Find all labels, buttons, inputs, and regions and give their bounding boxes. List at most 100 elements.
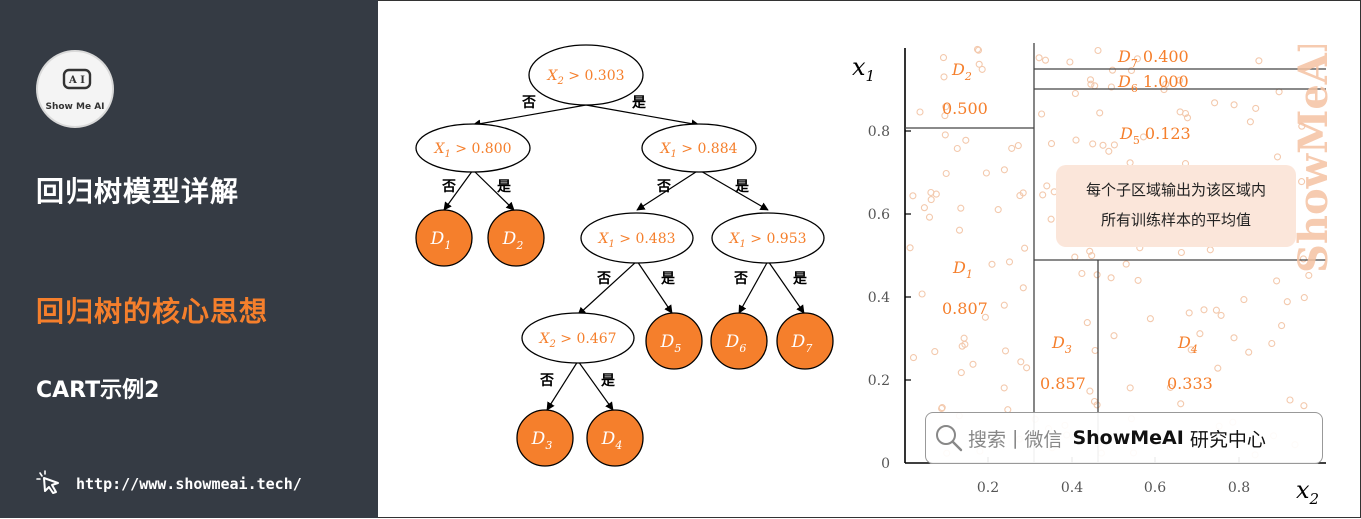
edge-n3-n5: [577, 260, 638, 316]
watermark-divider: |: [1012, 427, 1019, 449]
scatter-point: [1005, 258, 1014, 266]
scatter-point: [1094, 46, 1102, 55]
svg-text:X1 > 0.483: X1 > 0.483: [597, 231, 675, 250]
scatter-point: [1043, 182, 1051, 190]
robot-icon: A I: [62, 68, 92, 90]
scatter-point: [1196, 330, 1204, 338]
edge-label-yes: 是: [793, 271, 808, 287]
scatter-point: [1071, 89, 1079, 98]
scatter-point: [925, 213, 934, 221]
scatter-point: [1086, 247, 1094, 255]
scatter-point: [1038, 110, 1046, 118]
watermark-brand: ShowMeAI: [1072, 427, 1184, 449]
svg-text:X2 > 0.303: X2 > 0.303: [546, 68, 624, 87]
edge-label-yes: 是: [661, 271, 676, 287]
region-value-d3: 0.857: [1040, 374, 1086, 393]
scatter-point: [1017, 358, 1025, 366]
scatter-point: [1035, 54, 1043, 62]
scatter-point: [938, 404, 946, 413]
scatter-point: [1283, 298, 1291, 306]
leaf-node: D1: [415, 209, 473, 267]
scatter-point: [1086, 387, 1094, 395]
vertical-watermark: ShowMeAI: [1265, 34, 1355, 275]
leaf-node: D7: [776, 312, 834, 370]
scatter-point: [1185, 309, 1193, 317]
scatter-point: [939, 54, 948, 62]
scatter-point: [1146, 315, 1154, 323]
region-label-d1: D1: [952, 258, 973, 281]
scatter-point: [1298, 178, 1306, 186]
x-tick-label: 0.8: [1228, 480, 1250, 496]
scatter-point: [982, 169, 990, 177]
edge-labels: 否 是 否 是 否 是 否 是 否 是 否 是: [441, 95, 808, 389]
edge-n4-d6: [738, 260, 769, 314]
x-tick-label: 0.6: [1144, 480, 1166, 496]
scatter-point: [1072, 136, 1080, 144]
scatter-point: [1093, 271, 1101, 279]
callout-line: 每个子区域输出为该区域内: [1085, 181, 1266, 199]
scatter-point: [1300, 402, 1308, 410]
region-label-d7: D7 0.400: [1117, 47, 1189, 70]
edge-n0-n1: [472, 104, 587, 128]
scatter-point: [1014, 142, 1022, 150]
split-node: X2 > 0.303: [528, 44, 644, 106]
edge-n0-n2: [585, 104, 700, 128]
scatter-point: [1166, 383, 1174, 391]
scatter-point: [1047, 140, 1056, 148]
scatter-point: [1246, 118, 1254, 126]
scatter-point: [1245, 348, 1253, 356]
scatter-point: [1133, 55, 1141, 63]
scatter-point: [1211, 99, 1219, 107]
scatter-point: [1217, 311, 1225, 319]
showmeai-logo[interactable]: A I Show Me AI: [36, 50, 114, 128]
url-row[interactable]: http://www.showmeai.tech/: [36, 470, 302, 498]
y-tick-label: 0.6: [868, 207, 890, 223]
scatter-point: [1273, 277, 1281, 285]
region-label-d6: D6 1.000: [1117, 72, 1189, 95]
edge-label-no: 否: [656, 179, 671, 195]
cursor-click-icon: [36, 470, 59, 494]
split-node: X1 > 0.800: [415, 123, 531, 173]
scatter-point: [988, 260, 996, 268]
scatter-point: [1126, 384, 1134, 392]
scatter-point: [1298, 122, 1306, 130]
scatter-point: [1252, 104, 1260, 112]
scatter-point: [1177, 400, 1185, 408]
scatter-point: [940, 73, 948, 81]
edge-label-no: 否: [596, 271, 611, 287]
scatter-point: [1091, 346, 1099, 355]
scatter-point: [978, 65, 986, 73]
scatter-point: [906, 244, 914, 252]
scatter-point: [1305, 271, 1313, 279]
search-icon: [936, 425, 963, 452]
edge-n4-d7: [767, 260, 805, 314]
edge-n2-n3: [636, 169, 700, 211]
tree-edges: [443, 104, 805, 411]
scatter-point: [1127, 66, 1136, 75]
scatter-point: [1083, 319, 1091, 327]
edge-label-yes: 是: [601, 373, 616, 389]
scatter-point: [1206, 246, 1214, 254]
watermark-suffix: 研究中心: [1189, 428, 1266, 451]
callout-box: 每个子区域输出为该区域内 所有训练样本的平均值: [1056, 165, 1296, 247]
leaf-node: D5: [645, 312, 703, 370]
y-tick-label: 0.8: [868, 124, 890, 140]
scatter-point: [927, 188, 935, 197]
scatter-point: [955, 226, 964, 234]
svg-text:X1 > 0.800: X1 > 0.800: [433, 141, 511, 160]
scatter-point: [931, 348, 939, 356]
scatter-point: [916, 108, 924, 116]
scatter-point: [1001, 347, 1010, 355]
y-tick-label: 0: [881, 456, 890, 472]
scatter-point: [957, 369, 965, 377]
region-label-d3: D3: [1051, 333, 1072, 356]
scatter-point: [1008, 144, 1016, 152]
url-link[interactable]: http://www.showmeai.tech/: [76, 475, 302, 493]
scatter-point: [1177, 248, 1185, 257]
edge-n1-d1: [443, 169, 474, 211]
edge-label-no: 否: [539, 373, 554, 389]
scatter-point: [1000, 301, 1008, 309]
svg-text:X1 > 0.884: X1 > 0.884: [659, 141, 737, 160]
region-label-d2: D2: [951, 60, 972, 83]
edge-label-yes: 是: [497, 179, 512, 195]
